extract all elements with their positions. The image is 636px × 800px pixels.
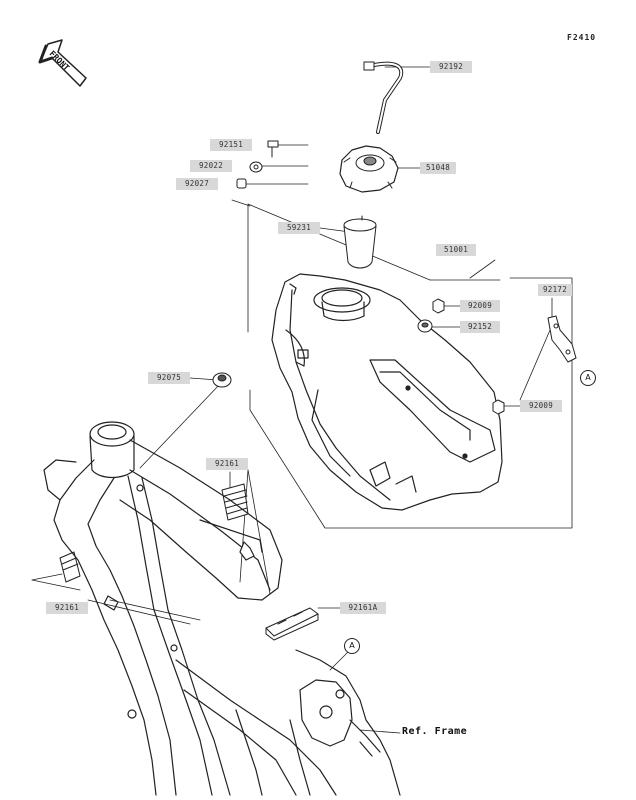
part-tag-92161-left[interactable]: 92161	[46, 602, 88, 614]
part-tag-92022[interactable]: 92022	[190, 160, 232, 172]
part-tag-59231[interactable]: 59231	[278, 222, 320, 234]
callout-a-lower[interactable]: A	[344, 638, 360, 654]
part-tag-51001[interactable]: 51001	[436, 244, 476, 256]
callout-a-right[interactable]: A	[580, 370, 596, 386]
rubber-92161-left	[59, 551, 81, 583]
fuel-breather-hose	[363, 61, 404, 134]
frame	[43, 421, 401, 796]
part-tag-92172[interactable]: 92172	[538, 284, 572, 296]
part-tag-92192[interactable]: 92192	[430, 61, 472, 73]
part-tag-92161-mid[interactable]: 92161	[206, 458, 248, 470]
band-92172	[547, 315, 577, 363]
part-tag-92075[interactable]: 92075	[148, 372, 190, 384]
fuel-tank	[271, 273, 503, 511]
damper-92075	[212, 372, 232, 388]
fuel-filter	[343, 215, 377, 269]
collar-92027	[236, 178, 247, 189]
part-tag-92151[interactable]: 92151	[210, 139, 252, 151]
nut-92009-upper	[432, 298, 445, 314]
washer-92022	[249, 161, 263, 173]
bolt-92151	[267, 140, 279, 158]
grommet-92152	[417, 319, 433, 333]
part-tag-92161a[interactable]: 92161A	[340, 602, 386, 614]
figure-code: F2410	[567, 33, 597, 42]
part-tag-92009-lower[interactable]: 92009	[520, 400, 562, 412]
nut-92009-lower	[492, 399, 505, 415]
fuel-cap	[339, 145, 399, 193]
rubber-92161-mid	[221, 483, 249, 521]
rubber-92161a	[265, 607, 319, 641]
leader-lines	[31, 66, 573, 734]
part-tag-92027[interactable]: 92027	[176, 178, 218, 190]
front-arrow-icon	[38, 39, 87, 87]
ref-frame-label[interactable]: Ref. Frame	[402, 726, 468, 737]
part-tag-92009-upper[interactable]: 92009	[460, 300, 500, 312]
part-tag-92152[interactable]: 92152	[460, 321, 500, 333]
part-tag-51048[interactable]: 51048	[420, 162, 456, 174]
